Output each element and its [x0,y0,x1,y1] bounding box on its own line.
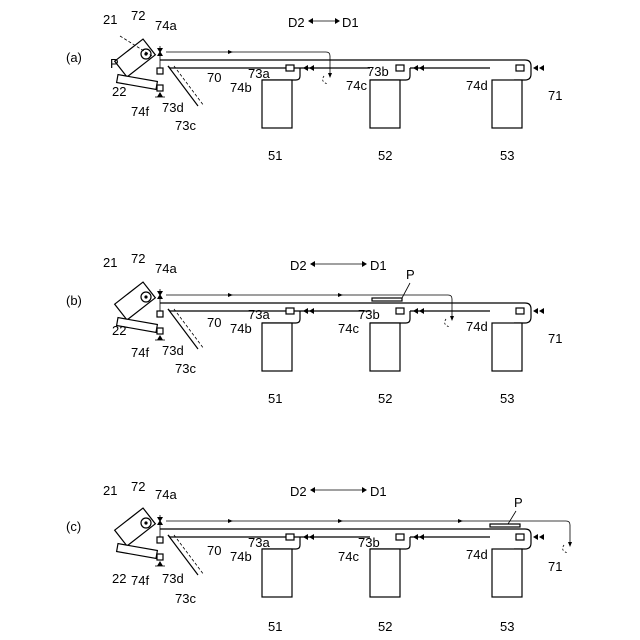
panel-label: (a) [66,50,82,65]
label-path: 70 [207,315,221,330]
label-bin1: 51 [268,619,282,634]
label-sensor2: 74c [338,321,359,336]
label-frame: 71 [548,559,562,574]
label-bin2: 52 [378,391,392,406]
panel-c: (c) 21 72 74a 22 74f 73d 73c 70 73a 74b … [66,479,572,634]
label-bin3: 53 [500,148,514,163]
direction-left: D2 [290,258,307,273]
label-frame: 71 [548,331,562,346]
paper-label: P [406,267,415,282]
label-tray-lower: 22 [112,323,126,338]
label-tray-upper: 21 [103,255,117,270]
direction-indicator-b: D2 D1 [290,258,387,273]
direction-right: D1 [370,484,387,499]
paper-label: P [110,56,119,71]
label-gate1: 73a [248,66,270,81]
panel-b: (b) 21 72 74a 22 74f 73d 73c 70 73a 74b … [66,251,562,406]
label-gate2: 73b [367,64,389,79]
label-gate1: 73a [248,535,270,550]
label-sensor3: 74d [466,78,488,93]
direction-indicator-a: D2 D1 [288,15,359,30]
label-sensor-bottom: 74f [131,573,149,588]
direction-left: D2 [290,484,307,499]
direction-left: D2 [288,15,305,30]
label-sensor3: 74d [466,547,488,562]
label-gate-bottom: 73d [162,343,184,358]
label-roller: 72 [131,479,145,494]
label-sensor-bottom: 74f [131,104,149,119]
panel-a: (a) 21 72 74a 22 74f 73d 73c 70 73a 74b … [66,8,562,163]
label-sensor1: 74b [230,549,252,564]
label-path: 70 [207,543,221,558]
label-sensor1: 74b [230,80,252,95]
label-gate2: 73b [358,535,380,550]
label-gate1: 73a [248,307,270,322]
paper-label: P [514,495,523,510]
label-sensor2: 74c [338,549,359,564]
panel-label: (c) [66,519,81,534]
label-tray-lower: 22 [112,84,126,99]
label-tray-lower: 22 [112,571,126,586]
label-guide: 73c [175,118,196,133]
label-gate-bottom: 73d [162,100,184,115]
label-sensor-top: 74a [155,487,177,502]
label-sensor2: 74c [346,78,367,93]
label-bin1: 51 [268,391,282,406]
label-bin3: 53 [500,619,514,634]
label-tray-upper: 21 [103,483,117,498]
label-sensor-top: 74a [155,261,177,276]
label-roller: 72 [131,251,145,266]
label-guide: 73c [175,361,196,376]
direction-right: D1 [342,15,359,30]
label-bin2: 52 [378,148,392,163]
label-gate2: 73b [358,307,380,322]
paper-sheet [490,524,520,527]
panel-label: (b) [66,293,82,308]
direction-right: D1 [370,258,387,273]
label-bin3: 53 [500,391,514,406]
label-bin1: 51 [268,148,282,163]
label-roller: 72 [131,8,145,23]
label-guide: 73c [175,591,196,606]
label-bin2: 52 [378,619,392,634]
label-gate-bottom: 73d [162,571,184,586]
label-tray-upper: 21 [103,12,117,27]
label-sensor-top: 74a [155,18,177,33]
label-sensor3: 74d [466,319,488,334]
label-frame: 71 [548,88,562,103]
label-sensor1: 74b [230,321,252,336]
paper-sheet [372,298,402,301]
label-sensor-bottom: 74f [131,345,149,360]
direction-indicator-c: D2 D1 [290,484,387,499]
label-path: 70 [207,70,221,85]
